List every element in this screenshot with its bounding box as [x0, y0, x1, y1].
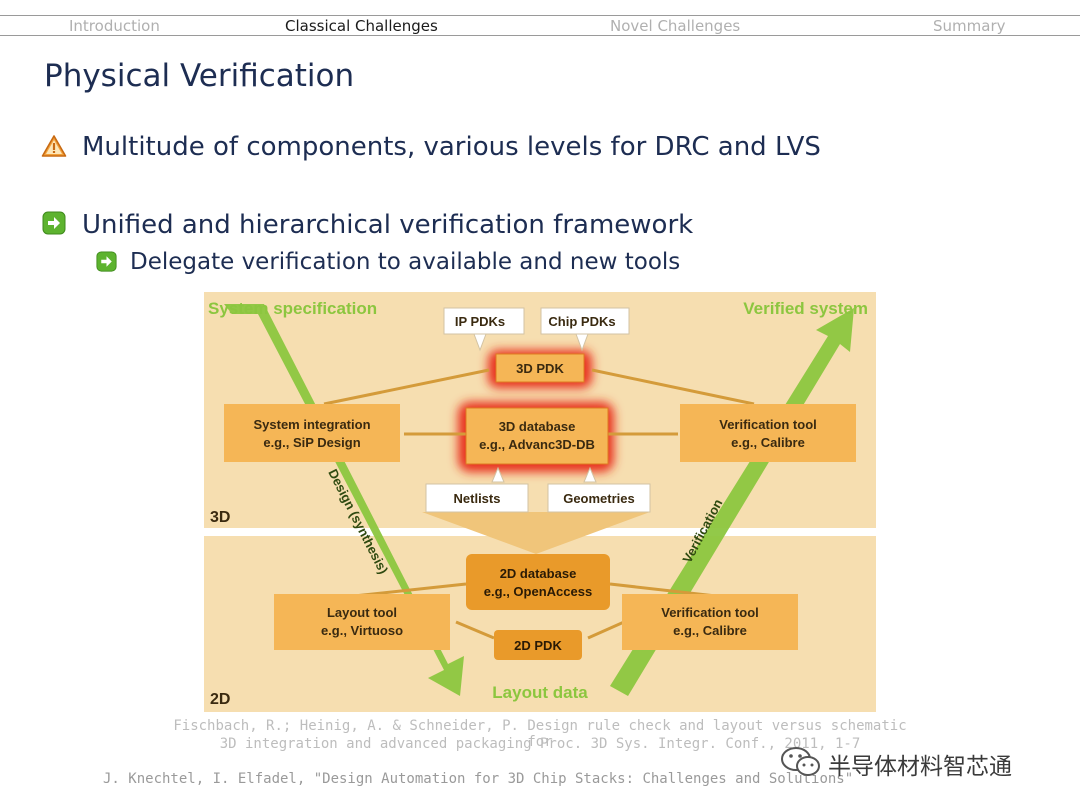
pdk-3d-label: 3D PDK: [516, 361, 564, 376]
layout-tool-line2: e.g., Virtuoso: [321, 623, 403, 638]
system-integration-line1: System integration: [253, 417, 370, 432]
funnel-shape: [422, 512, 650, 554]
nav-top-divider: [0, 15, 1080, 16]
chip-pdks-label: Chip PDKs: [548, 314, 615, 329]
footer-reference: J. Knechtel, I. Elfadel, "Design Automat…: [103, 771, 854, 787]
chip-pdks-box: [540, 307, 630, 335]
citation-line-1: Fischbach, R.; Heinig, A. & Schneider, P…: [173, 718, 907, 750]
ip-pdks-label: IP PDKs: [455, 314, 505, 329]
pdk-2d-label: 2D PDK: [514, 638, 562, 653]
database-2d-line1: 2D database: [500, 566, 577, 581]
netlists-box: [425, 483, 529, 513]
verification-flow-diagram: IP PDKs Chip PDKs 3D PDK 3D database e.g…: [204, 292, 876, 712]
layout-data-label: Layout data: [492, 683, 588, 702]
database-2d-box: [466, 554, 610, 610]
ip-pdks-arrow: [473, 333, 487, 352]
verified-system-label: Verified system: [743, 299, 868, 318]
netlists-label: Netlists: [454, 491, 501, 506]
database-3d-line2: e.g., Advanc3D-DB: [479, 437, 595, 452]
nav-tab-introduction[interactable]: Introduction: [69, 17, 160, 35]
nav-bottom-divider: [0, 35, 1080, 36]
watermark-text: 半导体材料智芯通: [828, 754, 1012, 780]
system-specification-label: System specification: [208, 299, 377, 318]
nav-tab-classical-challenges[interactable]: Classical Challenges: [285, 17, 438, 35]
arrow-layout-to-2dpdk: [455, 620, 495, 640]
sub-bullet-delegate-verification: Delegate verification to available and n…: [130, 249, 681, 275]
bullet-multitude-components: Multitude of components, various levels …: [82, 132, 821, 162]
database-2d-line2: e.g., OpenAccess: [484, 584, 592, 599]
verification-tool-2d-line1: Verification tool: [661, 605, 759, 620]
wechat-icon: [780, 744, 822, 784]
verification-tool-2d-box: [622, 594, 798, 650]
verification-tool-2d-line2: e.g., Calibre: [673, 623, 747, 638]
arrow-vertool-to-2dpdk: [587, 620, 625, 640]
arrow-pdk-to-vertool: [591, 368, 755, 406]
page-title: Physical Verification: [44, 58, 355, 94]
verification-tool-3d-box: [680, 404, 856, 462]
nav-tab-summary[interactable]: Summary: [933, 17, 1006, 35]
geometries-box: [547, 483, 651, 513]
watermark: 半导体材料智芯通: [780, 745, 1012, 783]
top-navigation: Introduction Classical Challenges Novel …: [0, 0, 1080, 36]
verification-tool-3d-line2: e.g., Calibre: [731, 435, 805, 450]
level-3d-label: 3D: [210, 509, 230, 526]
database-3d-box: [465, 407, 609, 465]
verification-tool-3d-line1: Verification tool: [719, 417, 817, 432]
design-synthesis-arrow: [224, 304, 464, 696]
netlists-arrow: [491, 466, 505, 483]
level-2d-label: 2D: [210, 691, 230, 708]
chip-pdks-arrow: [575, 333, 589, 352]
arrow-right-green-icon: [42, 211, 66, 239]
citation-line-2: 3D integration and advanced packaging Pr…: [219, 736, 861, 752]
arrow-right-green-icon: [96, 251, 117, 276]
ip-pdks-box: [443, 307, 525, 335]
geometries-arrow: [583, 466, 597, 483]
arrow-pdk-to-sysint: [323, 368, 490, 406]
bullet-unified-framework: Unified and hierarchical verification fr…: [82, 210, 694, 240]
system-integration-line2: e.g., SiP Design: [263, 435, 360, 450]
pdk-3d-box: [495, 353, 585, 383]
pdk-2d-box: [494, 630, 582, 660]
layout-tool-box: [274, 594, 450, 650]
layout-tool-line1: Layout tool: [327, 605, 397, 620]
geometries-label: Geometries: [563, 491, 635, 506]
warning-icon: [41, 134, 67, 162]
nav-tab-novel-challenges[interactable]: Novel Challenges: [610, 17, 741, 35]
database-3d-line1: 3D database: [499, 419, 576, 434]
system-integration-box: [224, 404, 400, 462]
